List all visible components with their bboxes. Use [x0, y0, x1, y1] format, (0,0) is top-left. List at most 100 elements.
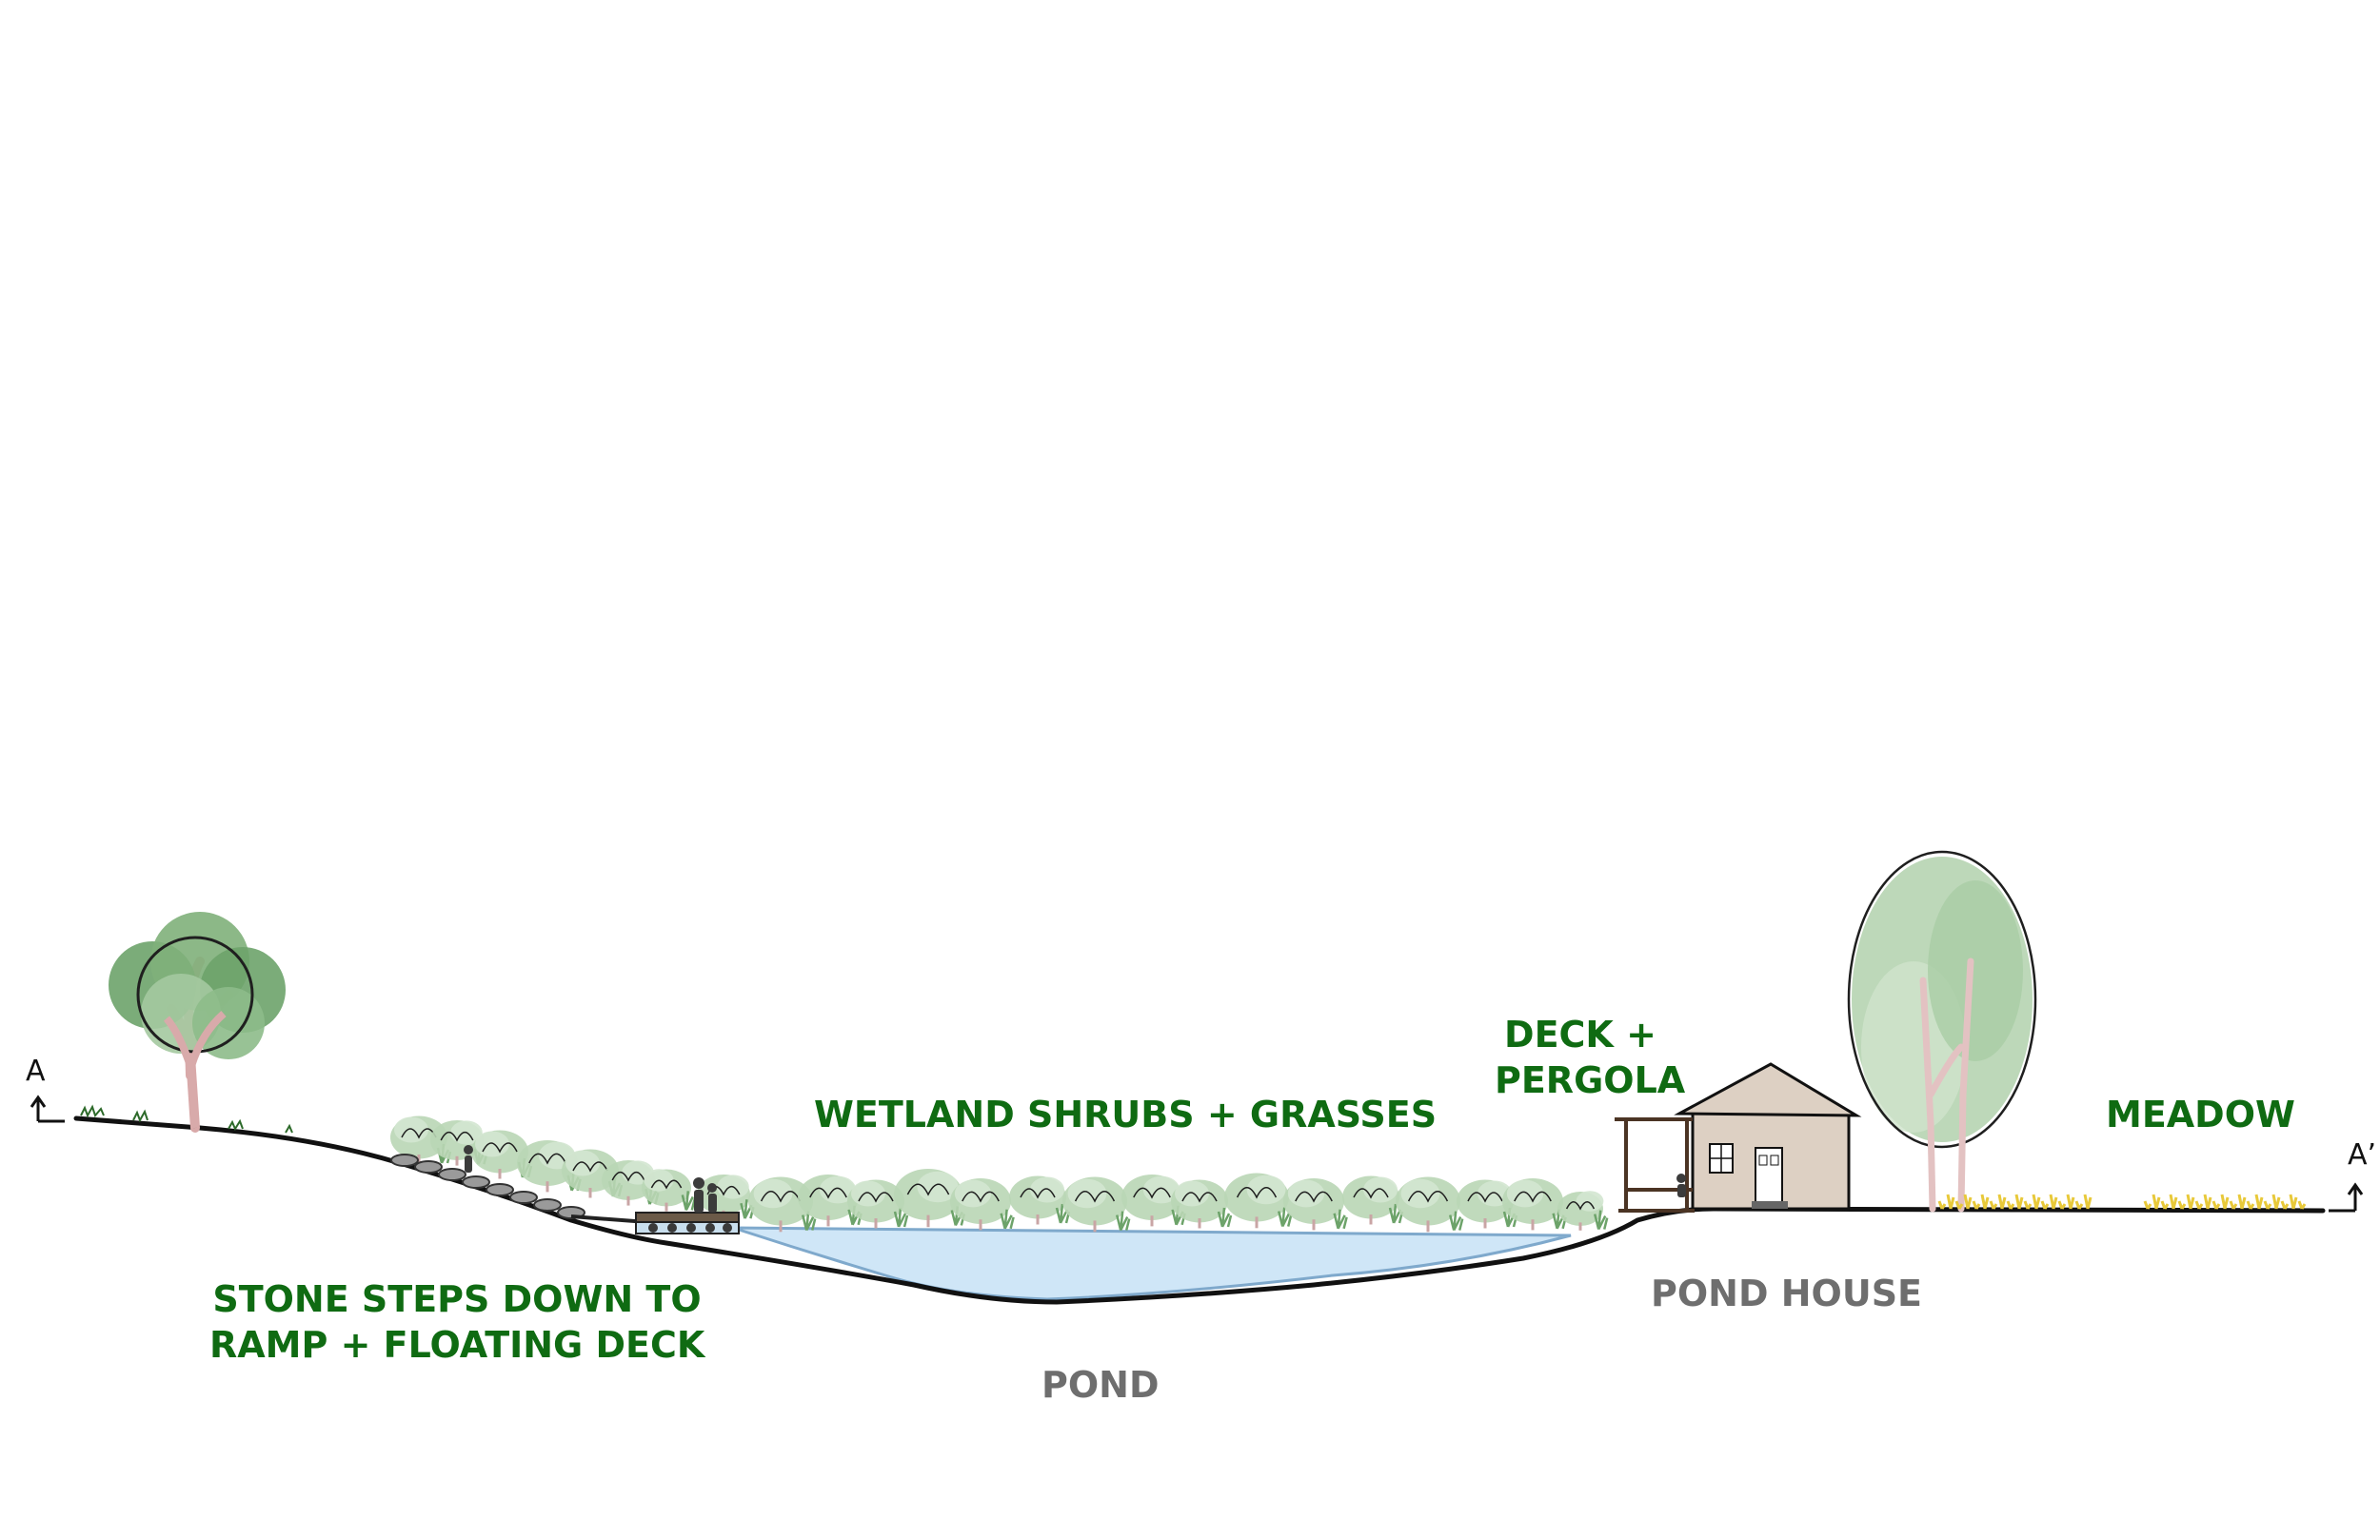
people-on-deck	[693, 1177, 717, 1213]
shrub	[642, 1169, 691, 1212]
pond-water	[732, 1226, 1572, 1301]
meadow-flowers	[1937, 1194, 2307, 1210]
meadow-tuft	[2032, 1194, 2041, 1210]
meadow-tuft	[1954, 1200, 1964, 1210]
shrub	[1062, 1176, 1127, 1233]
meadow-tuft	[2177, 1200, 2187, 1210]
meadow-tuft	[2271, 1194, 2281, 1210]
section-marker-end: A’	[2348, 1138, 2377, 1172]
grass-tuft	[1448, 1211, 1464, 1232]
shrub	[798, 1175, 859, 1227]
stone-steps-label: STONE STEPS DOWN TO RAMP + FLOATING DECK	[209, 1277, 704, 1368]
meadow-tuft	[1963, 1194, 1973, 1210]
section-marker-start: A	[26, 1055, 46, 1088]
meadow-tuft	[1997, 1194, 2007, 1210]
meadow-tuft	[2143, 1200, 2152, 1210]
grass-tuft	[1388, 1203, 1404, 1224]
meadow-tuft	[2280, 1200, 2290, 1210]
person-on-deck	[1676, 1174, 1686, 1197]
shrub	[1171, 1179, 1228, 1229]
person-on-steps	[464, 1145, 473, 1173]
meadow-tuft	[2203, 1194, 2212, 1210]
deck-pergola-label: DECK + PERGOLA	[1495, 1013, 1686, 1103]
shrub	[1342, 1175, 1399, 1225]
meadow-tuft	[2186, 1194, 2195, 1210]
shrub	[950, 1178, 1011, 1231]
meadow-tuft	[1989, 1200, 1998, 1210]
shrub	[1121, 1175, 1182, 1227]
meadow-tuft	[1937, 1200, 1947, 1210]
pond-house-label: POND HOUSE	[1651, 1273, 1923, 1314]
shrub	[847, 1179, 904, 1229]
deck-pergola-label-line1: DECK +	[1504, 1014, 1656, 1056]
pond-label: POND	[1041, 1364, 1160, 1406]
section-marker-end-arrow	[2329, 1182, 2364, 1213]
grass-tuft	[1000, 1209, 1015, 1230]
shrub	[1457, 1179, 1514, 1229]
meadow-tuft	[1946, 1194, 1955, 1210]
grass-tuft	[1593, 1210, 1609, 1231]
deck-pergola-label-line2: PERGOLA	[1495, 1058, 1686, 1101]
stone-steps-label-line2: RAMP + FLOATING DECK	[209, 1323, 705, 1366]
meadow-tuft	[2169, 1194, 2178, 1210]
shrub	[894, 1169, 962, 1228]
meadow-tuft	[1972, 1200, 1981, 1210]
grass-tuft	[1552, 1209, 1567, 1230]
grass-tuft	[681, 1191, 697, 1211]
floating-deck	[635, 1212, 740, 1234]
grass-tuft	[1277, 1207, 1293, 1228]
meadow-tuft	[1980, 1194, 1990, 1210]
meadow-tuft	[2049, 1194, 2058, 1210]
meadow-tuft	[2254, 1194, 2264, 1210]
meadow-tuft	[2289, 1194, 2298, 1210]
meadow-tuft	[2066, 1194, 2075, 1210]
right-tree	[1847, 850, 2037, 1213]
meadow-tuft	[2297, 1200, 2307, 1210]
stone-steps-label-line1: STONE STEPS DOWN TO	[212, 1278, 702, 1320]
grass-tuft	[1115, 1211, 1131, 1232]
meadow-tuft	[2194, 1200, 2204, 1210]
meadow-label: MEADOW	[2106, 1094, 2295, 1135]
ramp	[570, 1214, 648, 1224]
meadow-tuft	[2229, 1200, 2238, 1210]
meadow-tuft	[2074, 1200, 2084, 1210]
meadow-tuft	[2040, 1200, 2050, 1210]
wetland-shrubs	[390, 1116, 1609, 1233]
grass-tuft	[1171, 1205, 1186, 1226]
meadow-tuft	[2160, 1200, 2170, 1210]
grass-tuft	[893, 1207, 909, 1228]
shrub	[1396, 1176, 1460, 1233]
grass-tuft	[1502, 1207, 1518, 1228]
grass-tuft	[1217, 1207, 1233, 1228]
meadow-tuft	[2220, 1194, 2230, 1210]
shrub	[1283, 1178, 1344, 1231]
meadow-tuft	[2006, 1200, 2015, 1210]
meadow-tuft	[2014, 1194, 2024, 1210]
meadow-tuft	[2246, 1200, 2255, 1210]
grass-tuft	[847, 1205, 863, 1226]
meadow-tuft	[2083, 1194, 2092, 1210]
shrub	[471, 1130, 528, 1179]
meadow-tuft	[2211, 1200, 2221, 1210]
left-tree	[109, 912, 286, 1133]
wetland-label: WETLAND SHRUBS + GRASSES	[814, 1094, 1438, 1135]
meadow-tuft	[2152, 1194, 2161, 1210]
pond-house	[1674, 1062, 1862, 1211]
grass-left	[80, 1104, 293, 1134]
grass-tuft	[950, 1206, 966, 1226]
meadow-tuft	[2057, 1200, 2067, 1210]
meadow-tuft	[2237, 1194, 2247, 1210]
section-marker-start-arrow	[30, 1095, 65, 1123]
meadow-tuft	[2263, 1200, 2272, 1210]
grass-tuft	[1333, 1209, 1348, 1230]
shrub	[1557, 1191, 1604, 1231]
shrub	[1502, 1178, 1563, 1231]
shrub	[748, 1176, 813, 1233]
shrub	[1009, 1175, 1066, 1225]
stone-steps	[390, 1154, 585, 1219]
grass-tuft	[801, 1211, 817, 1232]
grass-tuft	[740, 1199, 755, 1219]
shrub	[430, 1120, 484, 1166]
grass-tuft	[1055, 1203, 1071, 1224]
